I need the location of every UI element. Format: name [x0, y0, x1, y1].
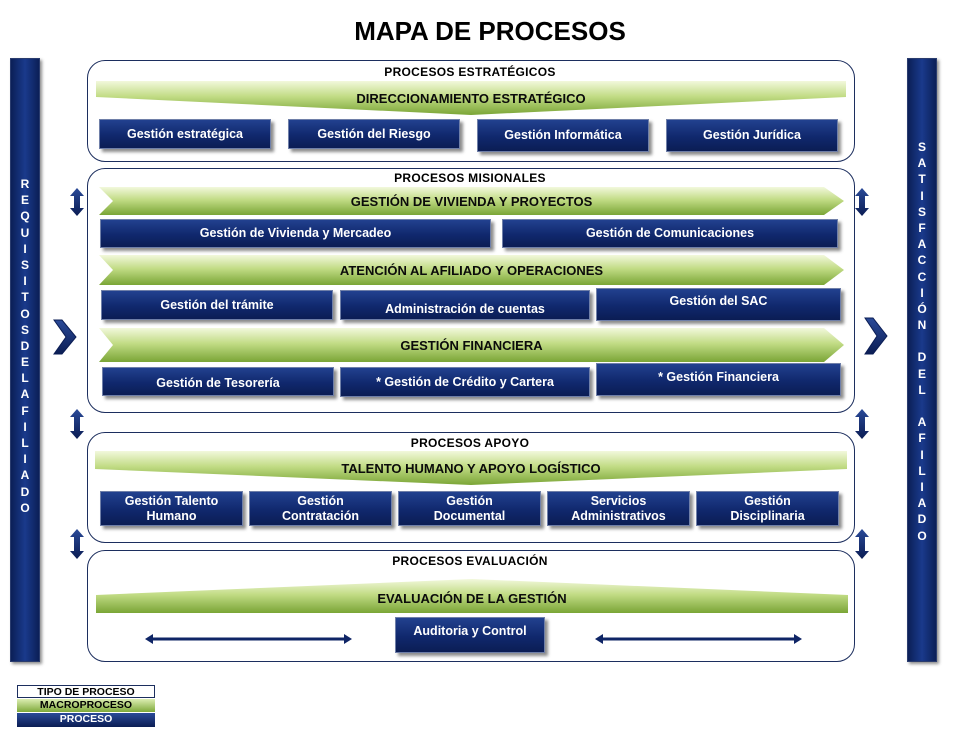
missional-process[interactable]: * Gestión Financiera [596, 363, 841, 396]
updown-arrow-icon [70, 188, 84, 216]
updown-arrow-icon [70, 409, 84, 439]
strategic-section-label: PROCESOS ESTRATÉGICOS [384, 65, 556, 79]
evaluation-process[interactable]: Auditoria y Control [395, 617, 545, 653]
support-process[interactable]: Gestión Disciplinaria [696, 491, 839, 526]
strategic-process[interactable]: Gestión Jurídica [666, 119, 838, 152]
strategic-process[interactable]: Gestión del Riesgo [288, 119, 460, 149]
bar-letter: A [917, 496, 927, 511]
bar-letter: O [20, 500, 30, 515]
bar-letter: A [917, 415, 927, 430]
bar-letter: I [920, 285, 924, 300]
left-right-arrow-icon [595, 634, 802, 644]
support-macro-banner-shape [95, 451, 847, 485]
missional-section-label: PROCESOS MISIONALES [394, 171, 546, 185]
bar-letter: I [920, 447, 924, 462]
bar-letter: N [917, 318, 927, 333]
missional-macro-arrow-shape [99, 328, 844, 362]
bar-letter: S [917, 140, 926, 154]
output-arrow-icon [864, 317, 888, 355]
missional-process[interactable]: Gestión del SAC [596, 288, 841, 321]
bar-letter: F [21, 403, 29, 418]
bar-letter: E [20, 193, 29, 208]
missional-process[interactable]: Administración de cuentas [340, 290, 590, 320]
bar-letter: Ó [917, 301, 927, 316]
strategic-macro-banner-shape [96, 81, 846, 115]
bar-letter: I [920, 479, 924, 494]
bar-letter: L [918, 463, 926, 478]
bar-letter: A [917, 237, 927, 252]
legend-process: PROCESO [17, 713, 155, 727]
missional-macro-banner: GESTIÓN DE VIVIENDA Y PROYECTOS [350, 193, 593, 209]
bar-letter: O [917, 528, 927, 543]
evaluation-macro-banner-shape [96, 579, 848, 613]
updown-arrow-icon [855, 188, 869, 216]
bar-letter [920, 398, 923, 414]
bar-letter: D [20, 484, 30, 499]
support-process[interactable]: Gestión Documental [398, 491, 541, 526]
bar-letter: D [917, 350, 927, 365]
missional-process[interactable]: Gestión de Tesorería [102, 367, 334, 396]
support-process[interactable]: Gestión Talento Humano [100, 491, 243, 526]
updown-arrow-icon [855, 529, 869, 559]
bar-letter: T [918, 172, 926, 187]
bar-letter: L [21, 436, 29, 450]
bar-letter: D [20, 338, 30, 353]
bar-letter: F [918, 431, 926, 446]
strategic-process[interactable]: Gestión estratégica [99, 119, 271, 149]
bar-letter: D [917, 512, 927, 527]
left-right-arrow-icon [145, 634, 352, 644]
evaluation-macro-banner: EVALUACIÓN DE LA GESTIÓN [377, 590, 567, 606]
bar-letter: S [20, 257, 29, 272]
bar-letter: C [917, 269, 927, 284]
bar-letter: E [20, 355, 29, 370]
updown-arrow-icon [855, 409, 869, 439]
missional-process[interactable]: Gestión de Comunicaciones [502, 219, 838, 248]
bar-letter: A [20, 387, 30, 402]
bar-letter: O [20, 306, 30, 321]
bar-letter: A [20, 468, 30, 483]
bar-letter: L [918, 382, 926, 397]
bar-letter: I [23, 452, 27, 467]
missional-macro-arrow-shape [99, 187, 844, 215]
missional-process[interactable]: Gestión de Vivienda y Mercadeo [100, 219, 491, 248]
bar-letter: I [23, 274, 27, 289]
bar-letter: S [20, 322, 29, 337]
bar-letter: A [917, 156, 927, 171]
bar-letter [920, 333, 923, 349]
input-arrow-icon [53, 319, 77, 355]
bar-letter: Q [20, 209, 30, 224]
support-macro-banner: TALENTO HUMANO Y APOYO LOGÍSTICO [341, 460, 601, 476]
missional-process[interactable]: * Gestión de Crédito y Cartera [340, 367, 590, 397]
support-process[interactable]: Servicios Administrativos [547, 491, 690, 526]
legend-macroprocess: MACROPROCESO [17, 699, 155, 712]
bar-letter: E [917, 366, 926, 381]
bar-letter: I [23, 241, 27, 256]
bar-letter: I [23, 419, 27, 434]
missional-macro-arrow-shape [99, 255, 844, 285]
legend-process-type: TIPO DE PROCESO [17, 685, 155, 698]
strategic-process[interactable]: Gestión Informática [477, 119, 649, 152]
bar-letter: T [21, 290, 29, 305]
bar-letter: L [21, 371, 29, 386]
bar-letter: S [917, 204, 926, 219]
bar-letter: U [20, 225, 30, 240]
support-section-label: PROCESOS APOYO [410, 436, 530, 450]
missional-macro-banner: GESTIÓN FINANCIERA [400, 337, 543, 353]
bar-letter: R [20, 177, 30, 191]
support-process[interactable]: Gestión Contratación [249, 491, 392, 526]
evaluation-section-label: PROCESOS EVALUACIÓN [392, 554, 548, 568]
page-title: MAPA DE PROCESOS [354, 16, 626, 46]
strategic-macro-banner: DIRECCIONAMIENTO ESTRATÉGICO [356, 90, 586, 106]
bar-letter: I [920, 188, 924, 203]
missional-macro-banner: ATENCIÓN AL AFILIADO Y OPERACIONES [339, 262, 604, 278]
bar-letter: F [918, 220, 926, 235]
bar-letter: C [917, 253, 927, 268]
updown-arrow-icon [70, 529, 84, 559]
missional-process[interactable]: Gestión del trámite [101, 290, 333, 320]
